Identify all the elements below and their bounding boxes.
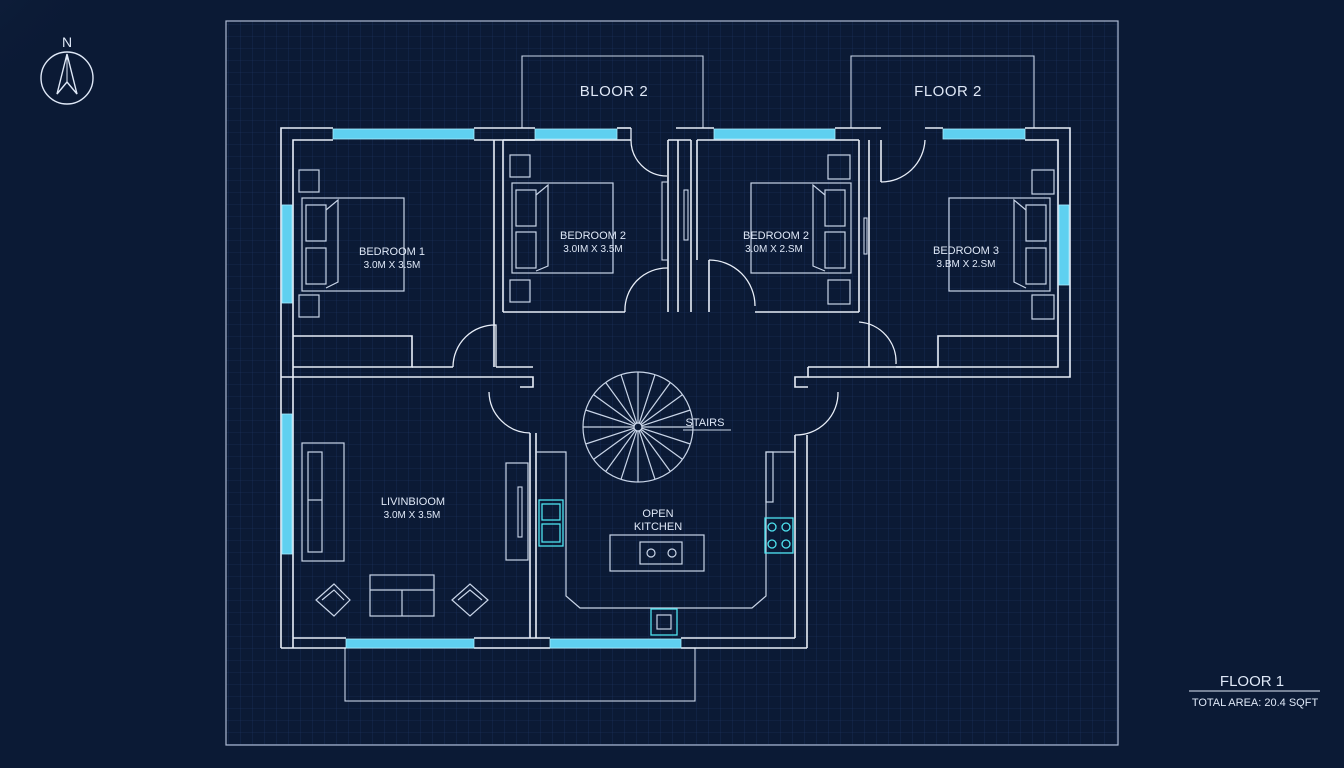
bedroom-2a-size: 3.0IM X 3.5M [563,244,622,255]
compass: N [40,34,94,105]
stair-tread [640,428,683,460]
kitchen-name-line2: KITCHEN [634,521,682,533]
bedroom-3-name: BEDROOM 3 [933,245,999,257]
kitchen-name-line1: OPEN [642,508,673,520]
stair-tread [639,429,671,472]
blueprint-grid [225,20,1119,746]
stair-tread [605,382,637,425]
windows [281,128,1070,649]
balcony-left: BLOOR 2 [521,55,704,128]
living-name: LIVINBIOOM [381,496,445,508]
stair-tread [639,382,671,425]
spiral-staircase [582,371,694,483]
stair-tread [585,409,635,427]
stair-tread [620,430,638,480]
stair-tread [585,427,635,445]
stair-tread [641,409,691,427]
stairs-label: STAIRS [686,417,725,429]
total-area-label: TOTAL AREA: 20.4 SQFT [1192,697,1319,709]
doors [452,128,926,436]
living-furniture [301,442,529,617]
stair-tread [638,374,656,424]
stair-tread [638,430,656,480]
room-labels: BEDROOM 1 3.0M X 3.5M BEDROOM 2 3.0IM X … [359,230,999,533]
bedroom-3-size: 3.BM X 2.SM [937,259,996,270]
bedroom-2b-furniture [750,154,868,305]
bedroom-1-furniture [298,169,405,318]
stair-tread [640,394,683,426]
bedroom-2b-size: 3.0M X 2.SM [745,244,803,255]
bedroom-3-furniture [948,169,1055,320]
compass-label: N [62,34,72,50]
floor-info: FLOOR 1 TOTAL AREA: 20.4 SQFT [1189,673,1320,709]
stair-tread [620,374,638,424]
stair-tread [641,427,691,445]
bedroom-2a-furniture [509,154,614,303]
bedroom-2a-name: BEDROOM 2 [560,230,626,242]
kitchen-furniture [536,451,795,636]
balcony-left-label: BLOOR 2 [580,83,649,100]
balcony-right: FLOOR 2 [850,55,1035,128]
balcony-right-label: FLOOR 2 [914,83,982,100]
living-size: 3.0M X 3.5M [384,510,441,521]
floor-label: FLOOR 1 [1220,673,1284,690]
bedroom-2b-name: BEDROOM 2 [743,230,809,242]
bedroom-1-name: BEDROOM 1 [359,246,425,258]
stair-tread [593,394,636,426]
stair-tread [593,428,636,460]
bedroom-1-size: 3.0M X 3.5M [364,260,421,271]
walls [280,127,1071,649]
stair-tread [605,429,637,472]
